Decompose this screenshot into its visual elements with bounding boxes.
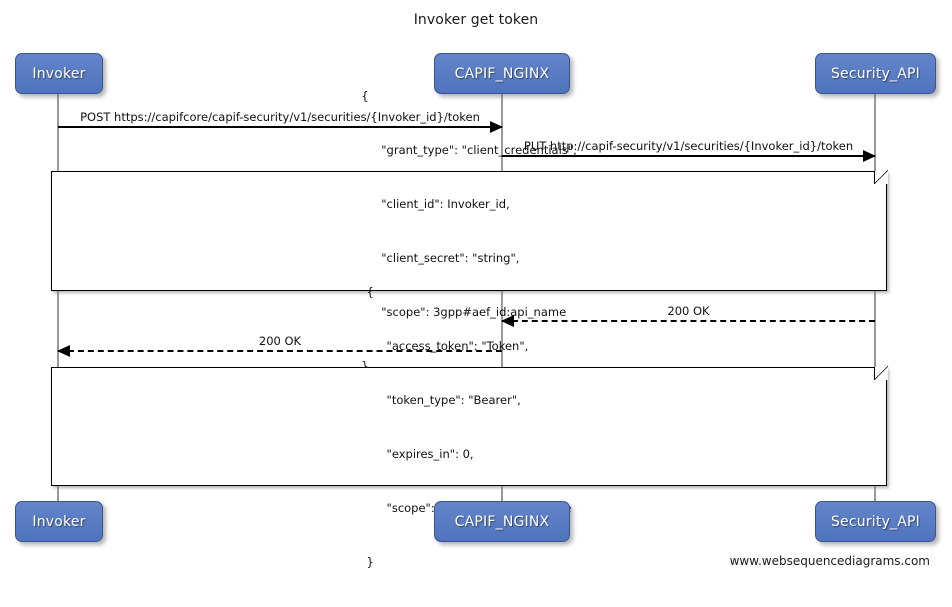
note-body: { "grant_type": "client_credentials", "c… [52,89,886,373]
participant-security-api-top[interactable]: Security_API [815,53,936,94]
arrow-head-right-icon [490,121,503,133]
message-label: 200 OK [667,304,710,318]
message-line [58,126,502,128]
arrow-head-left-icon [501,315,514,327]
page-title: Invoker get token [413,12,539,28]
note-line: "grant_type": "client_credentials", [381,143,577,157]
participant-label: Invoker [32,65,86,82]
note-line: "client_id": Invoker_id, [381,197,510,211]
message-post-token: POST https://capifcore/capif-security/v1… [58,111,503,133]
message-line [502,155,875,157]
note-token-response: { "access_token": "Token", "token_type":… [51,285,888,569]
arrow-head-right-icon [863,150,876,162]
participant-label: Invoker [32,513,86,530]
message-line [502,320,875,322]
note-line: "access_token": "Token", [386,338,529,353]
footer-credit: www.websequencediagrams.com [729,554,930,568]
message-200-ok-invoker: 200 OK [57,335,502,357]
note-fold-corner-icon [874,170,888,184]
participant-label: CAPIF_NGINX [454,65,550,82]
participant-capif-nginx-bottom[interactable]: CAPIF_NGINX [434,501,570,542]
message-line [58,350,502,352]
note-line: { [366,284,374,299]
note-line: "scope": 3gpp#aef_id:api_name [381,305,567,319]
note-fold-corner-icon [874,366,888,380]
lifeline-security-api [874,93,876,503]
lifeline-capif-nginx [501,93,503,503]
message-label: 200 OK [258,334,302,348]
note-line: "client_secret": "string", [381,251,520,265]
arrow-head-left-icon [57,345,70,357]
participant-invoker-top[interactable]: Invoker [15,53,103,94]
participant-security-api-bottom[interactable]: Security_API [815,501,936,542]
note-line: } [366,554,374,569]
note-line: } [361,359,369,373]
lifeline-invoker [57,93,59,503]
message-200-ok-security-api: 200 OK [501,305,875,327]
note-token-request: { "grant_type": "client_credentials", "c… [51,89,888,373]
note-text: { "grant_type": "client_credentials", "c… [361,51,576,411]
participant-label: CAPIF_NGINX [454,513,550,530]
note-text: { "access_token": "Token", "token_type":… [367,247,572,607]
note-line: { [361,89,369,103]
message-put-token: PUT http://capif-security/v1/securities/… [502,140,876,162]
message-label: PUT http://capif-security/v1/securities/… [523,139,854,153]
sequence-diagram-canvas: Invoker get token Invoker CAPIF_NGINX Se… [15,12,936,569]
note-body: { "access_token": "Token", "token_type":… [52,285,886,569]
message-label: POST https://capifcore/capif-security/v1… [80,110,480,124]
participant-label: Security_API [830,513,921,530]
participant-label: Security_API [830,65,921,82]
participant-capif-nginx-top[interactable]: CAPIF_NGINX [434,53,570,94]
note-line: "expires_in": 0, [386,446,474,461]
note-line: "token_type": "Bearer", [386,392,521,407]
participant-invoker-bottom[interactable]: Invoker [15,501,103,542]
